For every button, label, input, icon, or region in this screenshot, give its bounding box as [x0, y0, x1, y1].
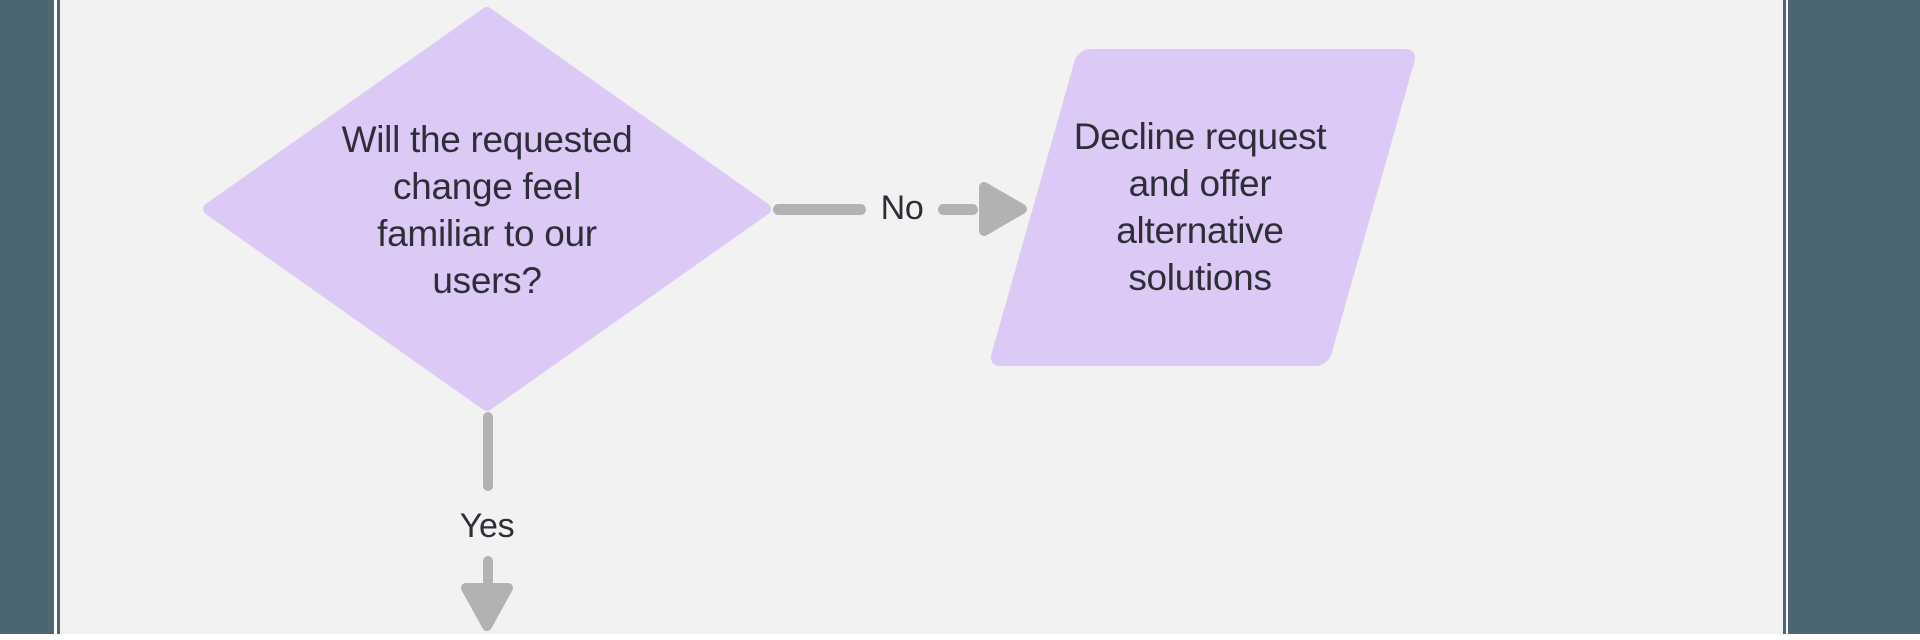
decision-line: users?: [432, 260, 542, 301]
decision-line: Will the requested: [341, 119, 633, 160]
connector-yes[interactable]: Yes: [455, 410, 521, 636]
process-line: alternative: [1116, 210, 1284, 251]
connector-no-segment-1: [773, 203, 866, 215]
edge-label-no: No: [880, 188, 924, 227]
arrowhead-down-icon: [461, 583, 513, 631]
connector-no[interactable]: No: [770, 178, 1030, 242]
arrowhead-right-icon: [979, 182, 1027, 236]
bottom-edge-strip: [0, 634, 1920, 640]
decision-line: familiar to our: [377, 213, 597, 254]
left-edge-line: [54, 0, 57, 640]
left-frame-bar: [0, 0, 54, 640]
process-line: and offer: [1128, 163, 1272, 204]
connector-yes-segment-2: [482, 556, 493, 586]
connector-no-segment-2: [938, 203, 978, 215]
process-line: solutions: [1128, 257, 1272, 298]
connector-yes-segment-1: [482, 412, 493, 491]
edge-label-yes: Yes: [459, 506, 515, 545]
process-node-label: Decline request and offer alternative so…: [1010, 113, 1390, 301]
right-edge-line: [1785, 0, 1788, 640]
right-keyline: [1782, 0, 1786, 640]
process-line: Decline request: [1073, 116, 1327, 157]
left-keyline: [56, 0, 60, 640]
decision-line: change feel: [392, 166, 582, 207]
decision-node-label: Will the requested change feel familiar …: [297, 116, 677, 304]
right-frame-bar: [1788, 0, 1920, 640]
diamond-shape: [203, 7, 771, 411]
